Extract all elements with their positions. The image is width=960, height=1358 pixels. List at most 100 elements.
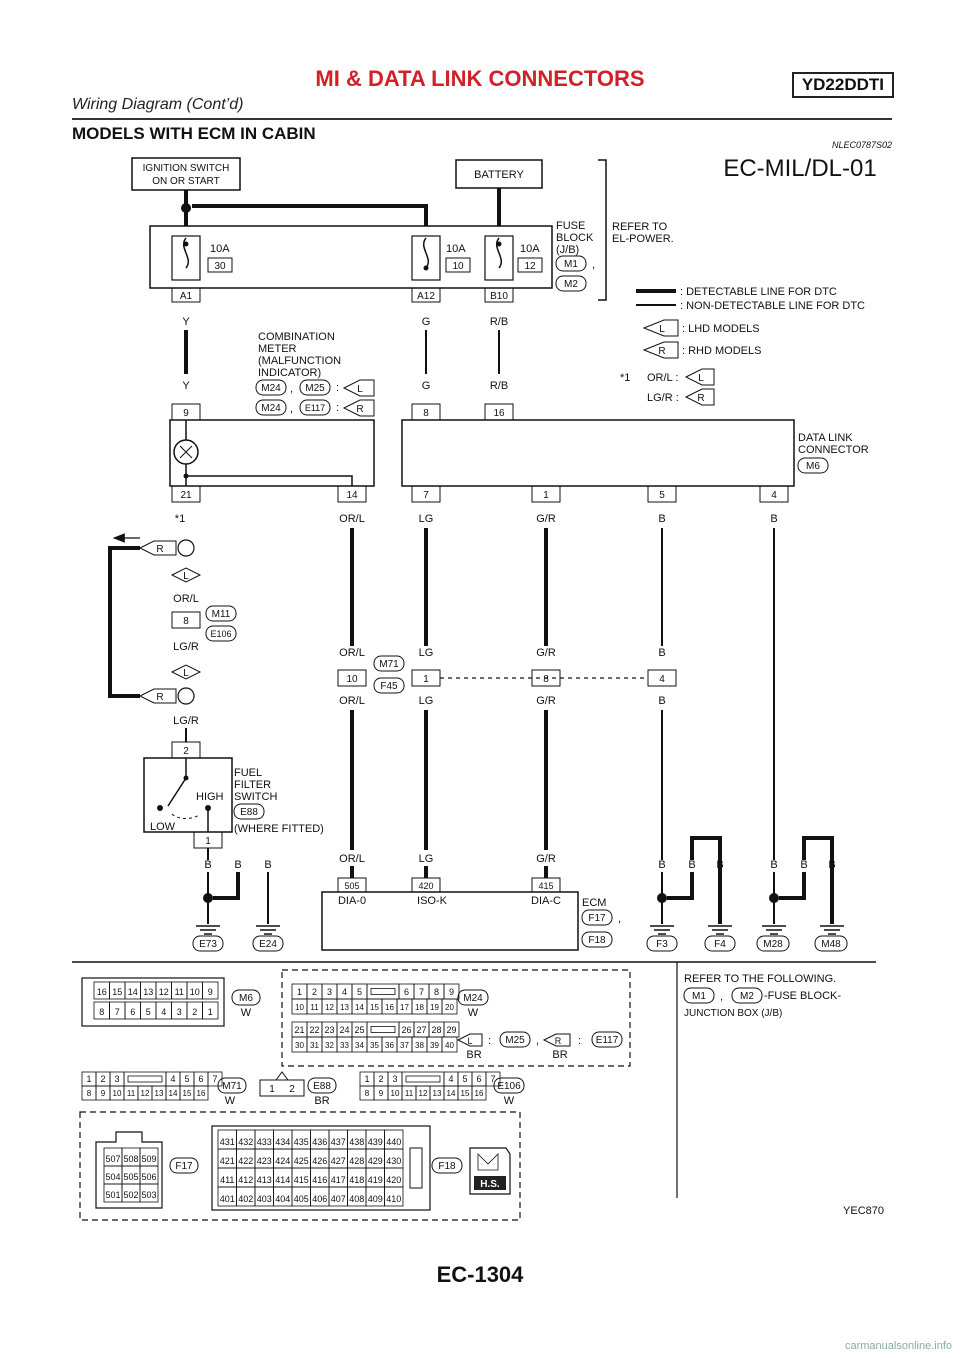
lock-tab	[370, 1026, 396, 1033]
pin-number: 8	[434, 987, 439, 997]
fuse-terminal: B10	[490, 291, 508, 302]
dlc-label-2: CONNECTOR	[798, 444, 869, 456]
pin-number: 13	[143, 987, 153, 997]
pin-number: 31	[310, 1041, 319, 1050]
pin-number: 7	[490, 1074, 495, 1084]
wire-label: LG	[419, 853, 434, 865]
wire-color: BR	[466, 1049, 481, 1061]
ground-label: E73	[199, 939, 217, 950]
pin-number: 13	[433, 1089, 442, 1098]
pin-number: 6	[476, 1074, 481, 1084]
pin-number: 505	[123, 1172, 138, 1182]
pin-label: 9	[183, 408, 189, 419]
conn-tag-label: M2	[564, 279, 578, 290]
pin-label: 4	[771, 490, 777, 501]
pin-label: 14	[346, 490, 358, 501]
rhd-tag	[542, 1033, 571, 1047]
pin-label: 505	[344, 881, 359, 891]
pin-number: 401	[220, 1194, 235, 1204]
conn-tag-label: E88	[240, 807, 258, 818]
meter-connectors-group	[281, 969, 631, 1067]
pin-number: 3	[392, 1074, 397, 1084]
wire-label: B	[658, 647, 665, 659]
pin-number: 437	[331, 1137, 346, 1147]
pin-number: 5	[357, 987, 362, 997]
connector-lock	[123, 1071, 167, 1087]
wire-label: OR/L	[339, 695, 365, 707]
pin-number: 22	[309, 1025, 319, 1035]
meter-label-2: METER	[258, 343, 297, 355]
connector-lock	[366, 1021, 400, 1038]
conn-tag	[683, 987, 715, 1004]
wire-label: OR/L	[339, 853, 365, 865]
lock-tab	[275, 1071, 289, 1081]
pin-label: 1	[543, 490, 549, 501]
pin-number: 415	[294, 1175, 309, 1185]
pin-number: 2	[100, 1074, 105, 1084]
pin-number: 1	[269, 1084, 275, 1095]
hs-badge-icon	[469, 1147, 511, 1195]
pin-number: 6	[404, 987, 409, 997]
conn-tag-label: M71	[379, 659, 399, 670]
wire-label: B	[688, 859, 695, 871]
comma: ,	[592, 259, 595, 271]
pin-number: 16	[197, 1089, 206, 1098]
pin-number: 407	[331, 1194, 346, 1204]
pin-number: 14	[447, 1089, 456, 1098]
wire-label: OR/L	[339, 513, 365, 525]
ground-splice	[203, 893, 213, 903]
pin-number: 420	[386, 1175, 401, 1185]
wire-label: G/R	[536, 695, 556, 707]
legend-non-detectable: : NON-DETECTABLE LINE FOR DTC	[680, 300, 865, 312]
fuse-block-label-2: BLOCK	[556, 232, 594, 244]
conn-tag-label: F17	[175, 1161, 193, 1172]
junction-box-note: JUNCTION BOX (J/B)	[684, 1008, 782, 1019]
conn-tag-label: F45	[380, 681, 398, 692]
wire-label: B	[770, 513, 777, 525]
pin-number: 501	[105, 1190, 120, 1200]
pin-number: 428	[349, 1156, 364, 1166]
hs-badge-bar	[474, 1176, 506, 1190]
conn-tag	[233, 803, 265, 820]
pin-label: 5	[659, 490, 665, 501]
conn-tag	[591, 1031, 623, 1048]
pin-number: 29	[446, 1025, 456, 1035]
pin-number: 30	[295, 1041, 304, 1050]
conn-tag-label: M24	[463, 993, 483, 1004]
pin-number: 410	[386, 1194, 401, 1204]
pin-number: 406	[312, 1194, 327, 1204]
pin-number: 1	[297, 987, 302, 997]
conn-tag	[299, 399, 331, 416]
pin-number: 11	[310, 1003, 319, 1012]
pin-number: 36	[385, 1041, 394, 1050]
pin-number: 37	[400, 1041, 409, 1050]
page-number: EC-1304	[436, 1262, 524, 1287]
wire-label: LG/R	[173, 715, 199, 727]
fuse-12: 10A 12	[484, 235, 543, 281]
pin-number: 3	[327, 987, 332, 997]
rhd-tag	[342, 399, 375, 417]
pin-number: 17	[400, 1003, 409, 1012]
battery-box: BATTERY	[455, 159, 543, 189]
conn-tag	[299, 379, 331, 396]
conn-tag-label: M6	[806, 461, 820, 472]
pin-number: 402	[238, 1194, 253, 1204]
conn-tag	[646, 935, 678, 952]
conn-tag-label: M6	[239, 993, 253, 1004]
conn-tag	[581, 931, 613, 948]
combination-meter	[169, 419, 375, 487]
pin-number: 5	[146, 1007, 151, 1017]
comma: ,	[290, 383, 293, 395]
wire-label: B	[204, 859, 211, 871]
pin-number: 411	[220, 1175, 234, 1185]
conn-tag-label: M25	[305, 383, 325, 394]
pin-number: 4	[170, 1074, 175, 1084]
option-node	[177, 687, 195, 705]
separator: :	[488, 1035, 491, 1047]
conn-tag	[252, 935, 284, 952]
switch-high-label: HIGH	[196, 791, 224, 803]
ground-symbols	[196, 925, 844, 935]
conn-tag-label: E106	[210, 629, 231, 639]
pin-number: 15	[370, 1003, 379, 1012]
wire-color: W	[504, 1095, 515, 1107]
